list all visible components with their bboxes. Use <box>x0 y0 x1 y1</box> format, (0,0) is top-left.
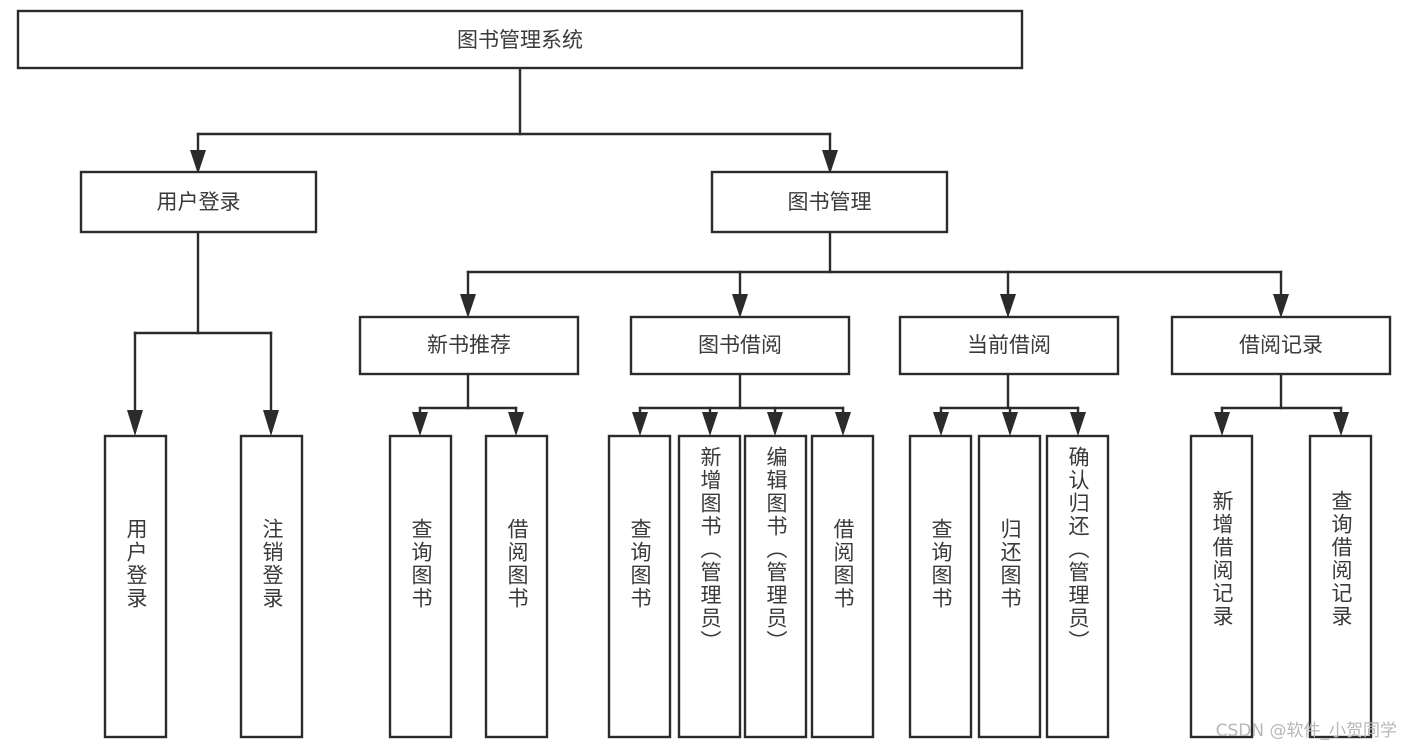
node-book-management-label: 图书管理 <box>788 190 872 214</box>
arrow-to-book-manage-icon <box>822 150 838 174</box>
arrow-borrowrecord-leaf1-icon <box>1214 412 1230 436</box>
leaf-box-user-login-2[interactable] <box>239 434 304 739</box>
node-borrow-record[interactable]: 借阅记录 <box>1170 315 1392 376</box>
leaf-label-user-login-1: 用户登录 <box>124 518 148 610</box>
leaf-box-current-borrow-1[interactable] <box>908 434 973 739</box>
leaf-box-new-book-2[interactable] <box>484 434 549 739</box>
leaf-box-book-borrow-2[interactable] <box>677 434 742 739</box>
arrow-currentborrow-leaf3-icon <box>1070 412 1086 436</box>
leaf-box-current-borrow-3[interactable] <box>1045 434 1110 739</box>
node-user-login-label: 用户登录 <box>157 190 241 214</box>
leaf-box-new-book-1[interactable] <box>388 434 453 739</box>
leaf-box-borrow-record-2[interactable] <box>1308 434 1373 739</box>
arrow-currentborrow-leaf1-icon <box>933 412 949 436</box>
node-root-label: 图书管理系统 <box>457 28 583 52</box>
node-book-borrow[interactable]: 图书借阅 <box>629 315 851 376</box>
arrow-borrowrecord-leaf2-icon <box>1333 412 1349 436</box>
leaf-label-book-borrow-3: 编辑图书（管理员） <box>764 446 788 653</box>
arrow-to-newbook-icon <box>460 294 476 318</box>
leaf-box-book-borrow-1[interactable] <box>607 434 672 739</box>
leaf-box-book-borrow-3[interactable] <box>743 434 808 739</box>
node-book-management[interactable]: 图书管理 <box>710 170 949 234</box>
arrow-bookborrow-leaf3-icon <box>767 412 783 436</box>
leaf-label-current-borrow-3: 确认归还（管理员） <box>1066 446 1090 653</box>
node-user-login[interactable]: 用户登录 <box>79 170 318 234</box>
leaf-box-borrow-record-1[interactable] <box>1189 434 1254 739</box>
leaf-label-borrow-record-1: 新增借阅记录 <box>1210 490 1234 628</box>
leaf-label-current-borrow-1: 查询图书 <box>929 518 953 610</box>
arrow-bookborrow-leaf1-icon <box>632 412 648 436</box>
leaf-label-borrow-record-2: 查询借阅记录 <box>1329 490 1353 628</box>
node-book-borrow-label: 图书借阅 <box>698 333 782 357</box>
leaf-box-current-borrow-2[interactable] <box>977 434 1042 739</box>
leaf-box-book-borrow-4[interactable] <box>810 434 875 739</box>
node-new-book-recommend-label: 新书推荐 <box>427 333 511 357</box>
leaf-label-new-book-1: 查询图书 <box>409 518 433 610</box>
leaf-label-book-borrow-4: 借阅图书 <box>831 518 855 610</box>
arrow-newbook-leaf1-icon <box>412 412 428 436</box>
node-root-book-management-system[interactable]: 图书管理系统 <box>16 9 1024 70</box>
leaf-label-current-borrow-2: 归还图书 <box>998 518 1022 610</box>
arrow-userlogin-leaf1-icon <box>127 410 143 436</box>
leaf-label-book-borrow-1: 查询图书 <box>628 518 652 610</box>
node-current-borrow[interactable]: 当前借阅 <box>898 315 1120 376</box>
arrow-bookborrow-leaf2-icon <box>702 412 718 436</box>
arrow-bookborrow-leaf4-icon <box>835 412 851 436</box>
arrow-newbook-leaf2-icon <box>508 412 524 436</box>
node-borrow-record-label: 借阅记录 <box>1239 333 1323 357</box>
connectors-group <box>127 66 1349 436</box>
arrow-to-user-login-icon <box>190 150 206 174</box>
arrow-currentborrow-leaf2-icon <box>1002 412 1018 436</box>
leaf-label-new-book-2: 借阅图书 <box>505 518 529 610</box>
arrow-to-currentborrow-icon <box>1000 294 1016 318</box>
node-new-book-recommend[interactable]: 新书推荐 <box>358 315 580 376</box>
node-current-borrow-label: 当前借阅 <box>967 333 1051 357</box>
leaf-label-user-login-2: 注销登录 <box>260 518 284 610</box>
csdn-watermark: CSDN @软件_小贺同学 <box>1215 721 1397 741</box>
leaf-box-user-login-1[interactable] <box>103 434 168 739</box>
arrow-userlogin-leaf2-icon <box>263 410 279 436</box>
arrow-to-bookborrow-icon <box>732 294 748 318</box>
arrow-to-borrowrecord-icon <box>1273 294 1289 318</box>
leaf-label-book-borrow-2: 新增图书（管理员） <box>698 446 722 653</box>
